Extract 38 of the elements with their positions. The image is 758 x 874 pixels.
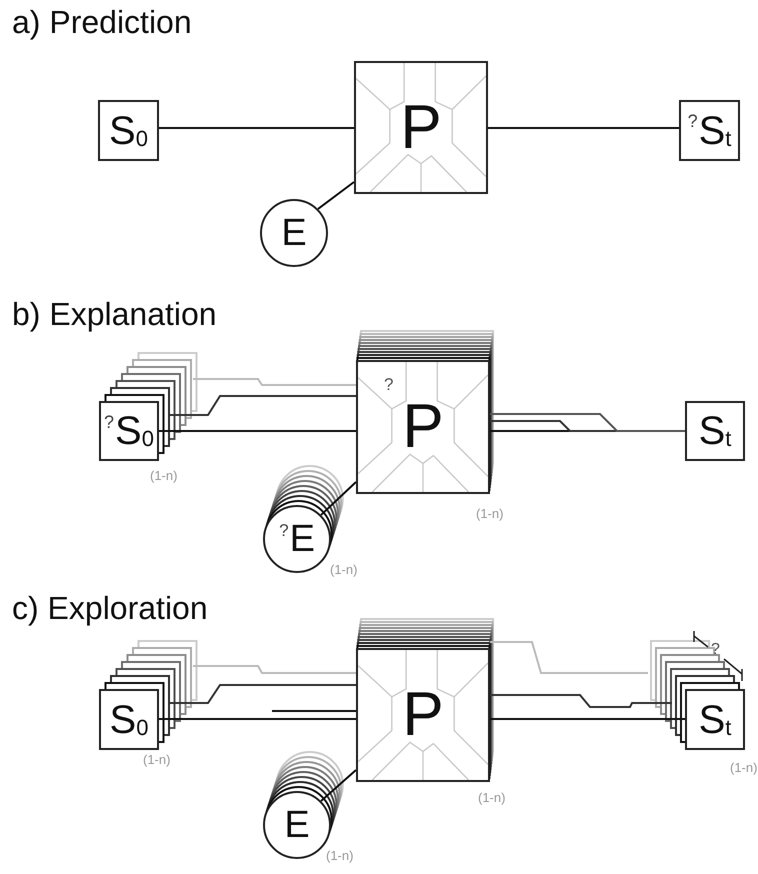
question-mark: ?	[711, 641, 720, 659]
multiplicity-label: (1-n)	[478, 790, 506, 805]
connector-line	[490, 641, 648, 674]
state-box	[99, 401, 159, 461]
connector-line	[317, 181, 355, 210]
multiplicity-label: (1-n)	[143, 752, 170, 767]
node-label: P	[402, 684, 444, 746]
connector-line	[159, 127, 354, 129]
node-label: E	[281, 214, 307, 252]
node-label: P	[400, 96, 442, 158]
question-mark: ?	[384, 376, 394, 393]
connector-line	[170, 684, 356, 704]
connector-line	[490, 413, 685, 432]
connector-line	[490, 694, 672, 708]
panel-heading: c) Exploration	[12, 590, 208, 627]
connector-line	[159, 430, 356, 432]
state-box	[685, 401, 745, 461]
connector-line	[159, 718, 356, 720]
connector-line	[170, 395, 356, 416]
multiplicity-label: (1-n)	[476, 506, 504, 521]
multiplicity-label: (1-n)	[326, 848, 354, 863]
connector-line	[272, 710, 356, 712]
state-box	[98, 100, 159, 161]
state-box	[679, 100, 740, 161]
node-label: $^{?}$E	[279, 520, 315, 558]
node-label: P	[402, 396, 444, 458]
multiplicity-label: (1-n)	[150, 468, 178, 483]
state-box	[99, 689, 159, 750]
connector-line	[320, 481, 357, 516]
connector-line	[488, 127, 679, 129]
connector-line	[490, 718, 685, 720]
state-box	[685, 689, 745, 750]
multiplicity-label: (1-n)	[730, 760, 758, 775]
connector-line	[320, 769, 357, 802]
panel-heading: b) Explanation	[12, 296, 217, 333]
node-label: E	[284, 806, 310, 844]
panel-heading: a) Prediction	[12, 4, 192, 41]
multiplicity-label: (1-n)	[330, 562, 358, 577]
